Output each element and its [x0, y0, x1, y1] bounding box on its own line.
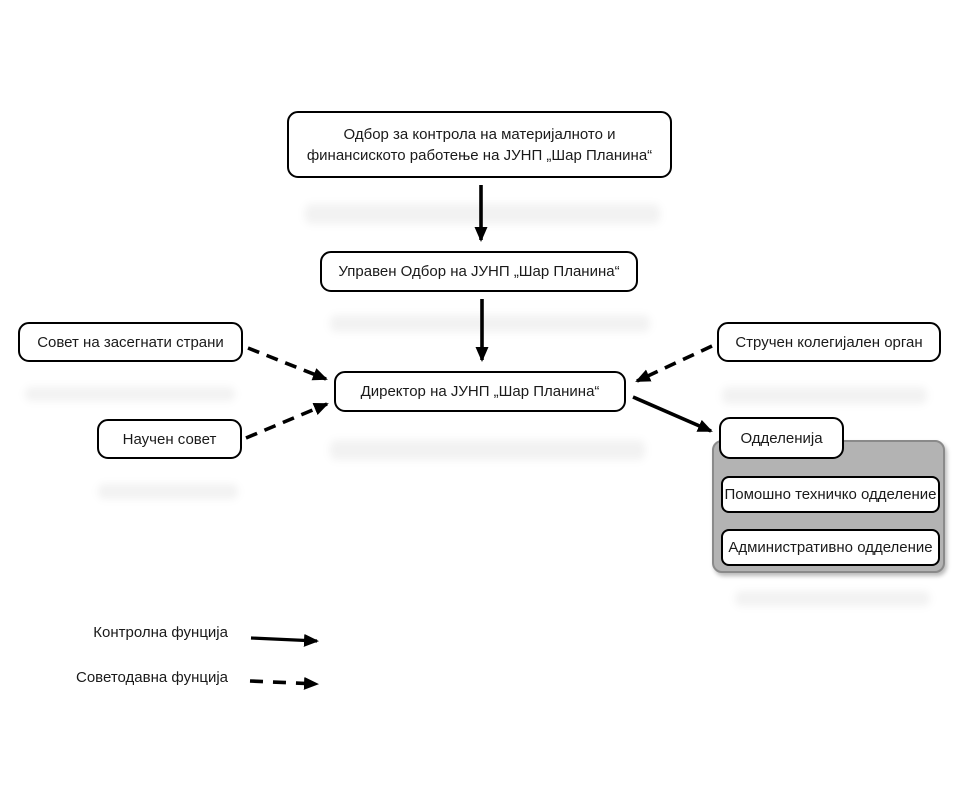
node-control-board-line2: финансиското работење на ЈУНП „Шар Плани… — [306, 146, 653, 164]
ghost-artifact — [25, 387, 235, 401]
node-scientific-council: Научен совет — [97, 419, 242, 459]
node-control-board: Одбор за контрола на материјалното и фин… — [287, 111, 672, 178]
legend-dashed-arrow — [249, 676, 319, 690]
node-administrative-department: Административно одделение — [721, 529, 940, 566]
arrow-scientific-to-director — [245, 402, 329, 440]
ghost-artifact — [722, 387, 927, 404]
node-control-board-line1: Одбор за контрола на материјалното и — [343, 125, 616, 143]
node-expert-collegial-body-label: Стручен колегијален орган — [735, 333, 923, 351]
ghost-artifact — [735, 591, 930, 606]
arrow-stakeholder-to-director — [247, 346, 328, 381]
legend-control-function-label: Контролна фунција — [93, 624, 228, 641]
arrow-expert-to-director — [635, 344, 713, 383]
node-expert-collegial-body: Стручен колегијален орган — [717, 322, 941, 362]
node-administrative-department-label: Административно одделение — [728, 539, 933, 556]
ghost-artifact — [330, 315, 650, 332]
node-director: Директор на ЈУНП „Шар Планина“ — [334, 371, 626, 412]
legend-solid-arrow — [250, 633, 319, 647]
node-scientific-council-label: Научен совет — [122, 430, 217, 448]
arrow-director-to-departments — [632, 395, 713, 433]
node-departments: Одделенија — [719, 417, 844, 459]
node-director-label: Директор на ЈУНП „Шар Планина“ — [360, 383, 600, 400]
legend-advisory-function-label: Советодавна фунција — [76, 669, 228, 686]
node-management-board: Управен Одбор на ЈУНП „Шар Планина“ — [320, 251, 638, 292]
node-stakeholder-council-label: Совет на засегнати страни — [37, 333, 224, 351]
node-departments-label: Одделенија — [740, 429, 823, 447]
node-stakeholder-council: Совет на засегнати страни — [18, 322, 243, 362]
node-technical-department: Помошно техничко одделение — [721, 476, 940, 513]
ghost-artifact — [330, 440, 645, 460]
node-management-board-label: Управен Одбор на ЈУНП „Шар Планина“ — [338, 263, 620, 280]
node-technical-department-label: Помошно техничко одделение — [724, 486, 937, 503]
ghost-artifact — [98, 484, 238, 499]
